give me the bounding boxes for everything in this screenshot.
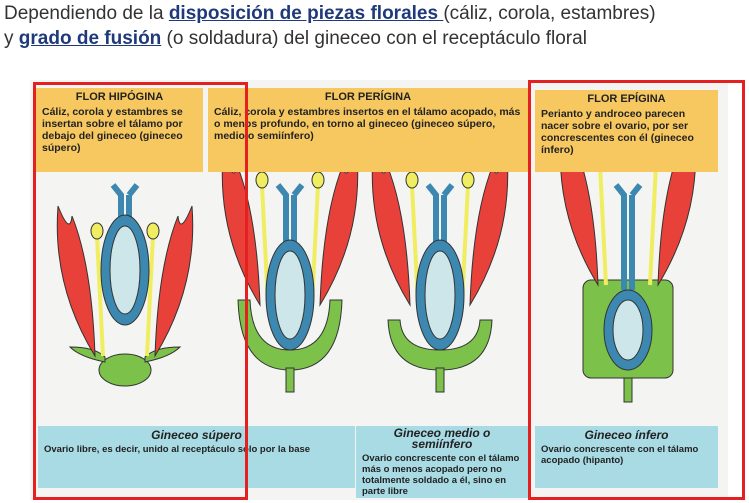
flower-diagram: FLOR HIPÓGINA Cáliz, corola y estambres s… bbox=[30, 80, 728, 500]
type-heading: FLOR HIPÓGINA bbox=[75, 91, 164, 103]
sepal bbox=[144, 346, 182, 363]
ovule-cavity bbox=[612, 299, 644, 361]
pedicel bbox=[623, 377, 633, 403]
petal bbox=[469, 154, 509, 307]
ovary-heading: Gineceo medio o semiínfero bbox=[393, 426, 491, 451]
slide-title-line2: y grado de fusión (o soldadura) del gine… bbox=[4, 28, 587, 50]
receptacle-cup bbox=[387, 319, 493, 371]
sepal bbox=[68, 346, 106, 363]
pedicel bbox=[285, 367, 295, 393]
type-box-perigina: FLOR PERÍGINA Cáliz, corola y estambres i… bbox=[208, 88, 528, 172]
highlight-box-hipogina bbox=[33, 82, 248, 500]
stamen-anther bbox=[255, 171, 269, 189]
title-text: (o soldadura) del gineceo con el receptá… bbox=[161, 28, 587, 49]
petal bbox=[319, 154, 359, 307]
ovule-cavity bbox=[274, 250, 306, 340]
stamen-anther bbox=[90, 222, 104, 240]
petal bbox=[56, 205, 96, 358]
stamen-anther bbox=[461, 171, 475, 189]
stamen-anther bbox=[405, 171, 419, 189]
title-emphasis: disposición de piezas florales bbox=[168, 3, 444, 24]
petal bbox=[371, 154, 411, 307]
title-emphasis: grado de fusión bbox=[18, 28, 162, 49]
type-box-epigina: FLOR EPÍGINA Perianto y androceo parecen … bbox=[535, 90, 718, 172]
title-text: Dependiendo de la bbox=[4, 3, 169, 24]
ovary-heading: Gineceo súpero bbox=[151, 428, 242, 442]
type-description: Perianto y androceo parecen nacer sobre … bbox=[541, 108, 694, 156]
ovule-cavity bbox=[109, 225, 141, 315]
stamen-filament bbox=[598, 164, 608, 286]
title-text: (cáliz, corola, estambres) bbox=[443, 3, 656, 24]
type-description: Cáliz, corola y estambres se insertan so… bbox=[42, 106, 183, 154]
stamen-filament bbox=[648, 164, 658, 286]
ovary-description: Ovario concrescente con el tálamo acopad… bbox=[541, 444, 699, 466]
type-box-hipogina: FLOR HIPÓGINA Cáliz, corola y estambres s… bbox=[36, 88, 203, 172]
ovary-description: Ovario concrescente con el tálamo más o … bbox=[362, 453, 520, 497]
ovary-description: Ovario libre, es decir, unido al receptá… bbox=[44, 444, 311, 455]
petal bbox=[154, 205, 194, 358]
slide-title-line1: Dependiendo de la disposición de piezas … bbox=[4, 3, 656, 25]
highlight-box-epigina bbox=[528, 80, 745, 500]
ovule-cavity bbox=[424, 250, 456, 340]
stamen-anther bbox=[311, 171, 325, 189]
stamen-anther bbox=[146, 222, 160, 240]
receptacle-cup bbox=[237, 299, 343, 371]
type-description: Cáliz, corola y estambres insertos en el… bbox=[214, 106, 521, 142]
pedicel bbox=[435, 367, 445, 393]
stamen-filament bbox=[95, 235, 105, 357]
style-stigma bbox=[613, 183, 643, 290]
type-heading: FLOR PERÍGINA bbox=[324, 91, 412, 103]
stamen-filament bbox=[145, 235, 155, 357]
type-heading: FLOR EPÍGINA bbox=[587, 93, 666, 105]
receptacle bbox=[98, 353, 152, 387]
title-text: y bbox=[4, 28, 19, 49]
ovary-heading: Gineceo ínfero bbox=[584, 428, 669, 442]
flower-illustrations bbox=[56, 134, 697, 403]
